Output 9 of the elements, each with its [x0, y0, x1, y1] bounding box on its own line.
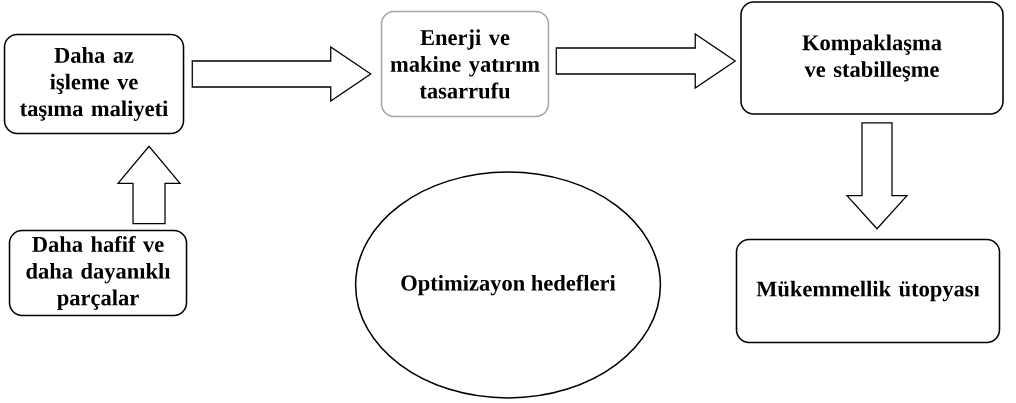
block-arrow: [555, 32, 737, 90]
process-box: Daha hafif ve daha dayanıklı parçalar: [8, 229, 188, 317]
process-box: Mükemmellik ütopyası: [735, 238, 1001, 344]
block-arrow: [845, 122, 909, 230]
process-box: Daha az işleme ve taşıma maliyeti: [3, 33, 185, 135]
block-arrow: [191, 45, 372, 103]
block-arrow: [116, 145, 182, 225]
process-box: Enerji ve makine yatırım tasarrufu: [380, 10, 550, 118]
process-box: Kompaklaşma ve stabilleşme: [740, 1, 1004, 115]
